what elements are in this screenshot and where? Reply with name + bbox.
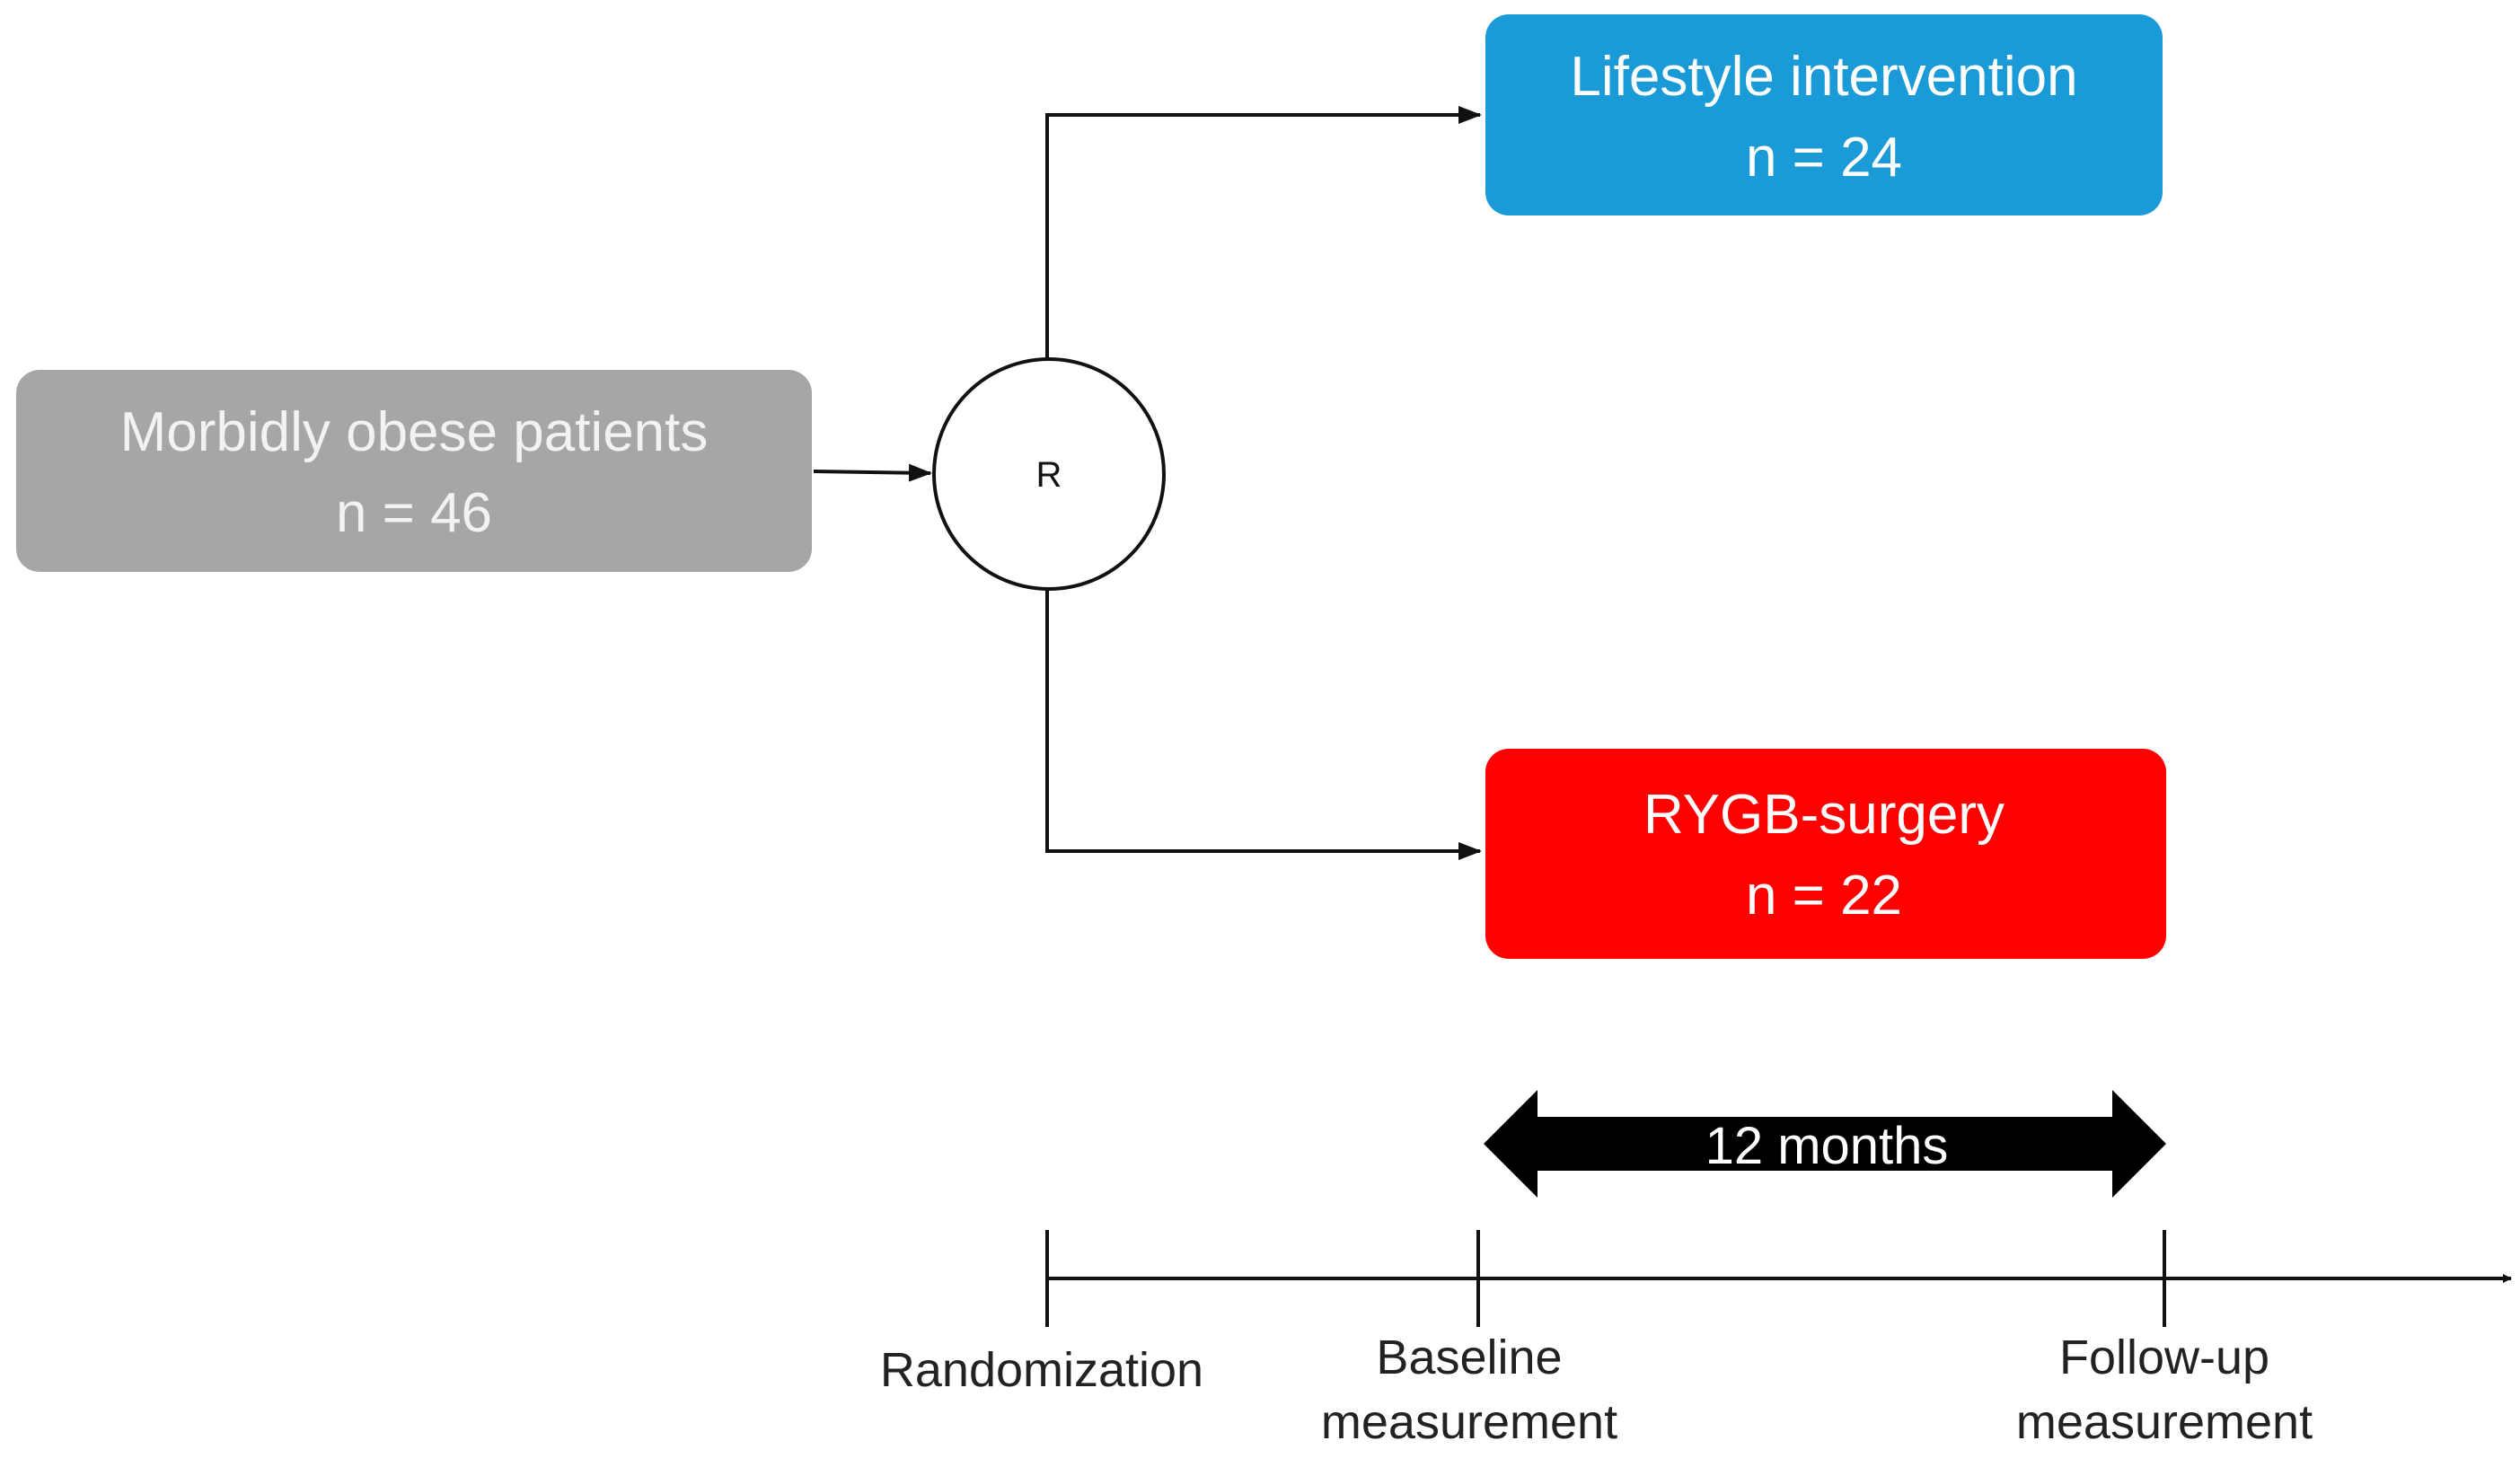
source-to-randomizer-arrow [813, 463, 932, 482]
timeline-label-baseline-line1: Baseline [1376, 1331, 1562, 1384]
duration-label: 12 months [1705, 1117, 1949, 1175]
source-box-title: Morbidly obese patients [120, 401, 709, 463]
lifestyle-box-title: Lifestyle intervention [1570, 46, 2077, 108]
surgery-box: RYGB-surgery n = 22 [1485, 749, 2166, 959]
timeline-label-baseline-line2: measurement [1321, 1395, 1617, 1449]
surgery-box-title: RYGB-surgery [1643, 784, 2005, 846]
timeline-label-randomization: Randomization [880, 1343, 1203, 1397]
lifestyle-box: Lifestyle intervention n = 24 [1485, 14, 2163, 215]
timeline: Randomization Baseline measurement Follo… [880, 1230, 2512, 1449]
randomizer: R [932, 357, 1166, 591]
lifestyle-box-count: n = 24 [1746, 127, 1902, 189]
duration-arrow-shape [1484, 1090, 2166, 1198]
surgery-box-count: n = 22 [1746, 865, 1902, 927]
surgery-box-shape [1485, 749, 2166, 959]
source-box-shape [16, 370, 812, 572]
duration-arrow: 12 months [1484, 1090, 2166, 1198]
lifestyle-box-shape [1485, 14, 2163, 215]
source-box: Morbidly obese patients n = 46 [16, 370, 812, 572]
randomizer-to-lifestyle-arrow [1045, 106, 1482, 359]
source-box-count: n = 46 [336, 482, 492, 544]
randomizer-to-surgery-arrow [1045, 589, 1482, 860]
randomizer-label: R [1036, 455, 1062, 495]
timeline-label-followup-line1: Follow-up [2059, 1331, 2269, 1384]
timeline-label-followup-line2: measurement [2016, 1395, 2313, 1449]
